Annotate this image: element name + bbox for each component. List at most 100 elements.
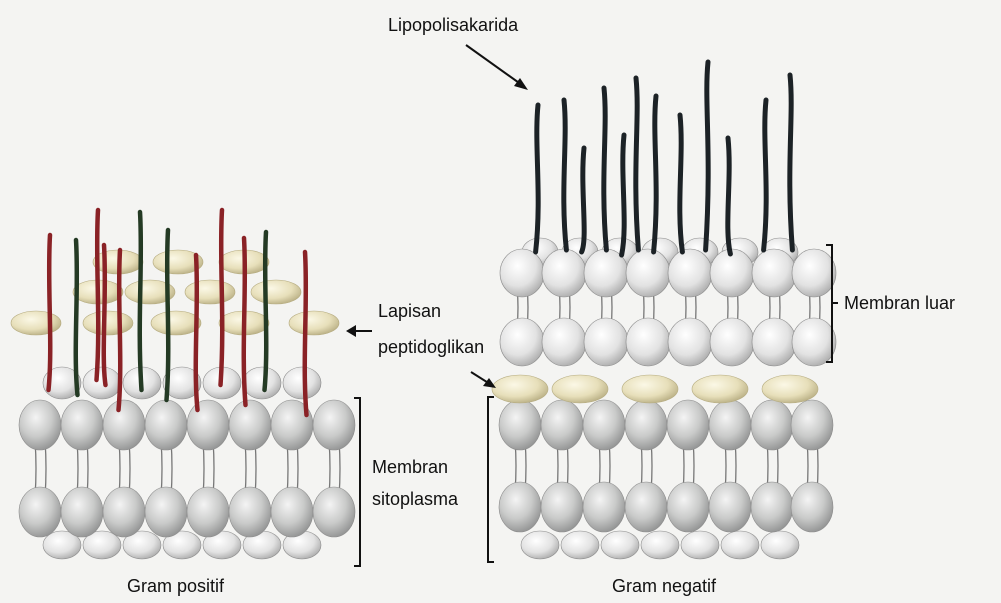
phospholipid-head bbox=[792, 318, 836, 366]
phospholipid-head bbox=[721, 531, 759, 559]
peptidoglycan-unit bbox=[692, 375, 748, 403]
phospholipid-head bbox=[710, 249, 754, 297]
phospholipid-head bbox=[681, 531, 719, 559]
phospholipid-head bbox=[145, 487, 187, 537]
phospholipid-head bbox=[584, 318, 628, 366]
phospholipid-head bbox=[751, 482, 793, 532]
phospholipid-head bbox=[145, 400, 187, 450]
lipopolysaccharide-chain bbox=[582, 148, 585, 252]
label-lapisan-line2: peptidoglikan bbox=[378, 336, 484, 358]
phospholipid-head bbox=[709, 482, 751, 532]
phospholipid-head bbox=[103, 400, 145, 450]
teichoic-acid-chain-red bbox=[196, 255, 198, 410]
phospholipid-head bbox=[187, 487, 229, 537]
phospholipid-head bbox=[751, 400, 793, 450]
lipopolysaccharide-chain bbox=[680, 115, 683, 252]
phospholipid-head bbox=[541, 482, 583, 532]
phospholipid-head bbox=[313, 487, 355, 537]
phospholipid-head bbox=[499, 482, 541, 532]
label-lipopolisakarida: Lipopolisakarida bbox=[388, 14, 518, 36]
phospholipid-head bbox=[791, 482, 833, 532]
label-membran-sito-line1: Membran bbox=[372, 456, 448, 478]
phospholipid-head bbox=[625, 482, 667, 532]
membran-sito-bracket-negative bbox=[488, 397, 494, 562]
phospholipid-head bbox=[103, 487, 145, 537]
peptidoglycan-unit bbox=[83, 311, 133, 335]
phospholipid-head bbox=[792, 249, 836, 297]
phospholipid-head bbox=[626, 249, 670, 297]
phospholipid-head bbox=[761, 531, 799, 559]
phospholipid-head bbox=[709, 400, 751, 450]
phospholipid-head bbox=[500, 318, 544, 366]
peptidoglycan-unit bbox=[492, 375, 548, 403]
phospholipid-head bbox=[752, 249, 796, 297]
peptidoglycan-unit bbox=[762, 375, 818, 403]
phospholipid-head bbox=[641, 531, 679, 559]
lipopolysaccharide-chain bbox=[706, 62, 709, 250]
teichoic-acid-chain-red bbox=[97, 210, 99, 380]
phospholipid-head bbox=[19, 400, 61, 450]
phospholipid-head bbox=[500, 249, 544, 297]
label-gram-positif: Gram positif bbox=[127, 575, 224, 597]
phospholipid-head bbox=[791, 400, 833, 450]
pepto-arrowhead-positive bbox=[346, 325, 356, 337]
peptidoglycan-unit bbox=[289, 311, 339, 335]
peptidoglycan-unit bbox=[622, 375, 678, 403]
phospholipid-head bbox=[542, 249, 586, 297]
lipopolysaccharide-chain bbox=[728, 138, 731, 254]
teichoic-acid-chain-red bbox=[49, 235, 51, 390]
phospholipid-head bbox=[229, 487, 271, 537]
lps-arrow bbox=[466, 45, 522, 85]
phospholipid-head bbox=[243, 367, 281, 399]
teichoic-acid-chain-green bbox=[167, 230, 169, 400]
lipopolysaccharide-chain bbox=[604, 88, 607, 250]
phospholipid-head bbox=[83, 367, 121, 399]
phospholipid-head bbox=[313, 400, 355, 450]
phospholipid-head bbox=[668, 249, 712, 297]
peptidoglycan-unit bbox=[185, 280, 235, 304]
label-membran-sito-line2: sitoplasma bbox=[372, 488, 458, 510]
peptidoglycan-unit bbox=[151, 311, 201, 335]
lipopolysaccharide-chain bbox=[764, 100, 767, 250]
phospholipid-head bbox=[521, 531, 559, 559]
phospholipid-head bbox=[271, 487, 313, 537]
teichoic-acid-chain-green bbox=[76, 240, 78, 395]
phospholipid-head bbox=[583, 400, 625, 450]
teichoic-acid-chain-red bbox=[221, 210, 223, 385]
teichoic-acid-chain-green bbox=[140, 212, 142, 390]
phospholipid-head bbox=[667, 482, 709, 532]
teichoic-acid-chain-green bbox=[265, 232, 267, 390]
pepto-arrowhead-negative bbox=[483, 378, 496, 388]
phospholipid-head bbox=[626, 318, 670, 366]
peptidoglycan-unit bbox=[251, 280, 301, 304]
peptidoglycan-unit bbox=[552, 375, 608, 403]
lipopolysaccharide-chain bbox=[654, 96, 657, 252]
label-membran-luar: Membran luar bbox=[844, 292, 955, 314]
phospholipid-head bbox=[601, 531, 639, 559]
phospholipid-head bbox=[229, 400, 271, 450]
peptidoglycan-unit bbox=[11, 311, 61, 335]
lipopolysaccharide-chain bbox=[790, 75, 793, 250]
phospholipid-head bbox=[19, 487, 61, 537]
phospholipid-head bbox=[561, 531, 599, 559]
phospholipid-head bbox=[283, 367, 321, 399]
phospholipid-head bbox=[61, 487, 103, 537]
lipopolysaccharide-chain bbox=[636, 78, 639, 250]
phospholipid-head bbox=[541, 400, 583, 450]
phospholipid-head bbox=[542, 318, 586, 366]
phospholipid-head bbox=[583, 482, 625, 532]
lipopolysaccharide-chain bbox=[622, 135, 625, 255]
phospholipid-head bbox=[61, 400, 103, 450]
teichoic-acid-chain-red bbox=[119, 250, 121, 410]
label-gram-negatif: Gram negatif bbox=[612, 575, 716, 597]
phospholipid-head bbox=[668, 318, 712, 366]
phospholipid-head bbox=[710, 318, 754, 366]
phospholipid-head bbox=[667, 400, 709, 450]
lipopolysaccharide-chain bbox=[564, 100, 567, 250]
teichoic-acid-chain-red bbox=[104, 245, 106, 385]
phospholipid-head bbox=[752, 318, 796, 366]
phospholipid-head bbox=[187, 400, 229, 450]
phospholipid-head bbox=[499, 400, 541, 450]
phospholipid-head bbox=[625, 400, 667, 450]
teichoic-acid-chain-red bbox=[305, 252, 307, 415]
